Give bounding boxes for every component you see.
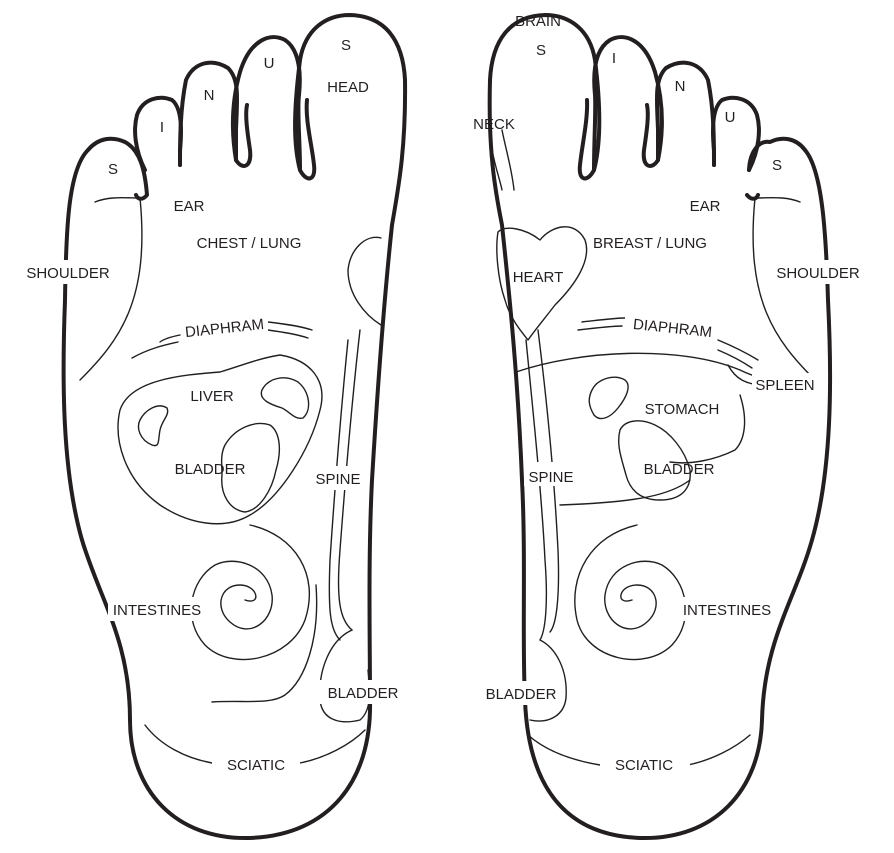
left-bladder-upper-label: BLADDER bbox=[175, 461, 246, 478]
right-toe-pinky-label: S bbox=[772, 157, 782, 174]
right-foot bbox=[490, 15, 830, 838]
right-intestines-label: INTESTINES bbox=[683, 602, 771, 619]
left-foot-outline bbox=[64, 80, 406, 838]
left-ear-label: EAR bbox=[174, 198, 205, 215]
right-toe-third bbox=[657, 63, 714, 165]
left-toe-second-label: U bbox=[264, 55, 275, 72]
right-neck-label: NECK bbox=[473, 116, 515, 133]
left-spine-label: SPINE bbox=[315, 471, 360, 488]
left-shoulder-label: SHOULDER bbox=[26, 265, 110, 282]
right-heart-label: HEART bbox=[513, 269, 564, 286]
right-shoulder-label: SHOULDER bbox=[776, 265, 860, 282]
right-sciatic-label: SCIATIC bbox=[615, 757, 673, 774]
right-brain-label: BRAIN bbox=[515, 13, 561, 30]
left-liver-label: LIVER bbox=[190, 388, 234, 405]
right-bladder-upper-label: BLADDER bbox=[644, 461, 715, 478]
left-bladder-lower-label: BLADDER bbox=[328, 685, 399, 702]
right-toe-second bbox=[594, 37, 662, 170]
left-chest-lung-label: CHEST / LUNG bbox=[197, 235, 302, 252]
left-toe-fourth-label: I bbox=[160, 119, 164, 136]
right-toe-big bbox=[490, 15, 599, 178]
right-stomach-label: STOMACH bbox=[645, 401, 720, 418]
left-toe-pinky-label: S bbox=[108, 161, 118, 178]
right-ear-label: EAR bbox=[690, 198, 721, 215]
left-toe-third bbox=[180, 63, 237, 165]
right-toe-big-label: S bbox=[536, 42, 546, 59]
right-toe-fourth-label: U bbox=[725, 109, 736, 126]
right-foot-outline bbox=[490, 80, 830, 838]
right-toe-second-label: I bbox=[612, 50, 616, 67]
right-toe-third-label: N bbox=[675, 78, 686, 95]
right-bladder-lower-label: BLADDER bbox=[486, 686, 557, 703]
left-toe-third-label: N bbox=[204, 87, 215, 104]
left-intestines-label: INTESTINES bbox=[113, 602, 201, 619]
left-toe-fourth bbox=[135, 98, 181, 170]
left-foot bbox=[64, 15, 406, 838]
left-toe-big-label: S bbox=[341, 37, 351, 54]
right-spine-label: SPINE bbox=[528, 469, 573, 486]
left-sciatic-label: SCIATIC bbox=[227, 757, 285, 774]
right-spleen-label: SPLEEN bbox=[755, 377, 814, 394]
right-breast-lung-label: BREAST / LUNG bbox=[593, 235, 707, 252]
left-head-label: HEAD bbox=[327, 79, 369, 96]
